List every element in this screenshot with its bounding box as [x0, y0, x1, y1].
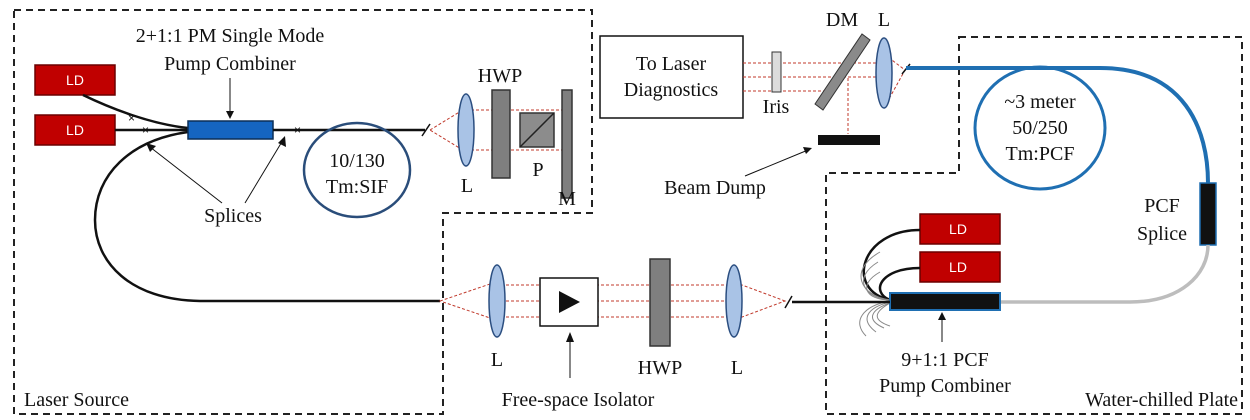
- pm-combiner-label-2: Pump Combiner: [164, 53, 296, 75]
- water-chilled-plate-label: Water-chilled Plate: [1085, 389, 1238, 411]
- lens-isolator-right: [725, 264, 743, 338]
- half-wave-plate-bottom: [649, 258, 671, 347]
- sif-label-2: Tm:SIF: [326, 176, 388, 198]
- beam-cone-source: [429, 107, 467, 153]
- pm-combiner-label-1: 2+1:1 PM Single Mode: [136, 25, 325, 47]
- lens-isolator-right-label: L: [731, 357, 743, 379]
- pump-fiber-1: [82, 93, 189, 130]
- beam-dump-arrow: [744, 149, 809, 177]
- laser-diode-1: [34, 64, 116, 96]
- laser-diode-4-label: LD: [949, 259, 967, 275]
- pcf-label-2: 50/250: [1012, 117, 1068, 139]
- beam-dump: [818, 135, 880, 145]
- lens-top: [875, 37, 893, 109]
- isolator-label: Free-space Isolator: [502, 389, 655, 411]
- lens-source-label: L: [461, 175, 473, 197]
- laser-source-region: [13, 9, 593, 415]
- pcf-label-1: ~3 meter: [1004, 91, 1076, 113]
- splices-arrowhead-left: [146, 143, 156, 152]
- splices-label: Splices: [204, 205, 262, 227]
- laser-source-label: Laser Source: [24, 389, 129, 411]
- signal-fiber-loop: [93, 130, 440, 303]
- polarizer-label: P: [532, 159, 543, 181]
- laser-diode-1-label: LD: [66, 72, 84, 88]
- fiber-cleave-isolator: [784, 295, 793, 309]
- splices-arrow-left: [149, 146, 223, 204]
- sif-label-1: 10/130: [329, 150, 385, 172]
- splices-arrowhead-right: [278, 136, 286, 147]
- sif-fiber-coil: [302, 121, 412, 219]
- pcf-pump-combiner: [889, 292, 1001, 311]
- water-chilled-plate-region: [825, 36, 1243, 415]
- pcf-splice-label-1: PCF: [1144, 195, 1180, 217]
- laser-diagnostics-box: [599, 35, 744, 119]
- fiber-cleave-1: [421, 123, 431, 137]
- mirror-label: M: [558, 188, 576, 210]
- combiner-pointer-head: [226, 111, 234, 119]
- pump-fiber-fan: [859, 228, 921, 337]
- pcf-combiner-label-2: Pump Combiner: [879, 375, 1011, 397]
- laser-diode-2: [34, 114, 116, 146]
- diagnostics-label-2: Diagnostics: [624, 79, 719, 101]
- iris-label: Iris: [763, 96, 790, 118]
- dm-label: DM: [826, 9, 858, 31]
- splices-arrow-right: [244, 139, 284, 204]
- polarizer-diagonal: [519, 112, 555, 148]
- lens-isolator-left: [488, 264, 506, 338]
- half-wave-plate-top: [491, 89, 511, 179]
- mirror: [561, 89, 573, 199]
- pcf-splice-label-2: Splice: [1137, 223, 1187, 245]
- lens-source: [457, 93, 475, 167]
- pcf-splice: [1199, 182, 1217, 246]
- beam-cone-isolator-right: [733, 281, 787, 321]
- diagnostics-label-1: To Laser: [636, 53, 707, 75]
- pcf-label-3: Tm:PCF: [1006, 143, 1075, 165]
- iris: [771, 51, 782, 93]
- hwp-top-label: HWP: [478, 65, 522, 87]
- isolator-pointer-head: [566, 332, 574, 342]
- lens-isolator-left-label: L: [491, 349, 503, 371]
- laser-diode-2-label: LD: [66, 122, 84, 138]
- pcf-combiner-arrowhead: [938, 312, 946, 320]
- beam-dump-arrowhead: [803, 147, 812, 154]
- pcf-combiner-label-1: 9+1:1 PCF: [901, 349, 988, 371]
- tm-pcf-coil: [973, 65, 1107, 191]
- isolator-arrow-icon: [559, 291, 580, 313]
- lens-top-label: L: [878, 9, 890, 31]
- laser-diode-3-label: LD: [949, 221, 967, 237]
- passive-fiber: [1000, 244, 1210, 304]
- tm-pcf-fiber: [906, 66, 1210, 184]
- splice-mark-1: ×: [128, 111, 135, 125]
- pm-pump-combiner: [187, 120, 274, 140]
- splice-mark-2: ×: [142, 123, 149, 137]
- dichroic-mirror: [814, 33, 871, 111]
- hwp-bottom-label: HWP: [638, 357, 682, 379]
- beam-dump-label: Beam Dump: [664, 177, 766, 199]
- beam-cone-isolator-left: [438, 281, 497, 321]
